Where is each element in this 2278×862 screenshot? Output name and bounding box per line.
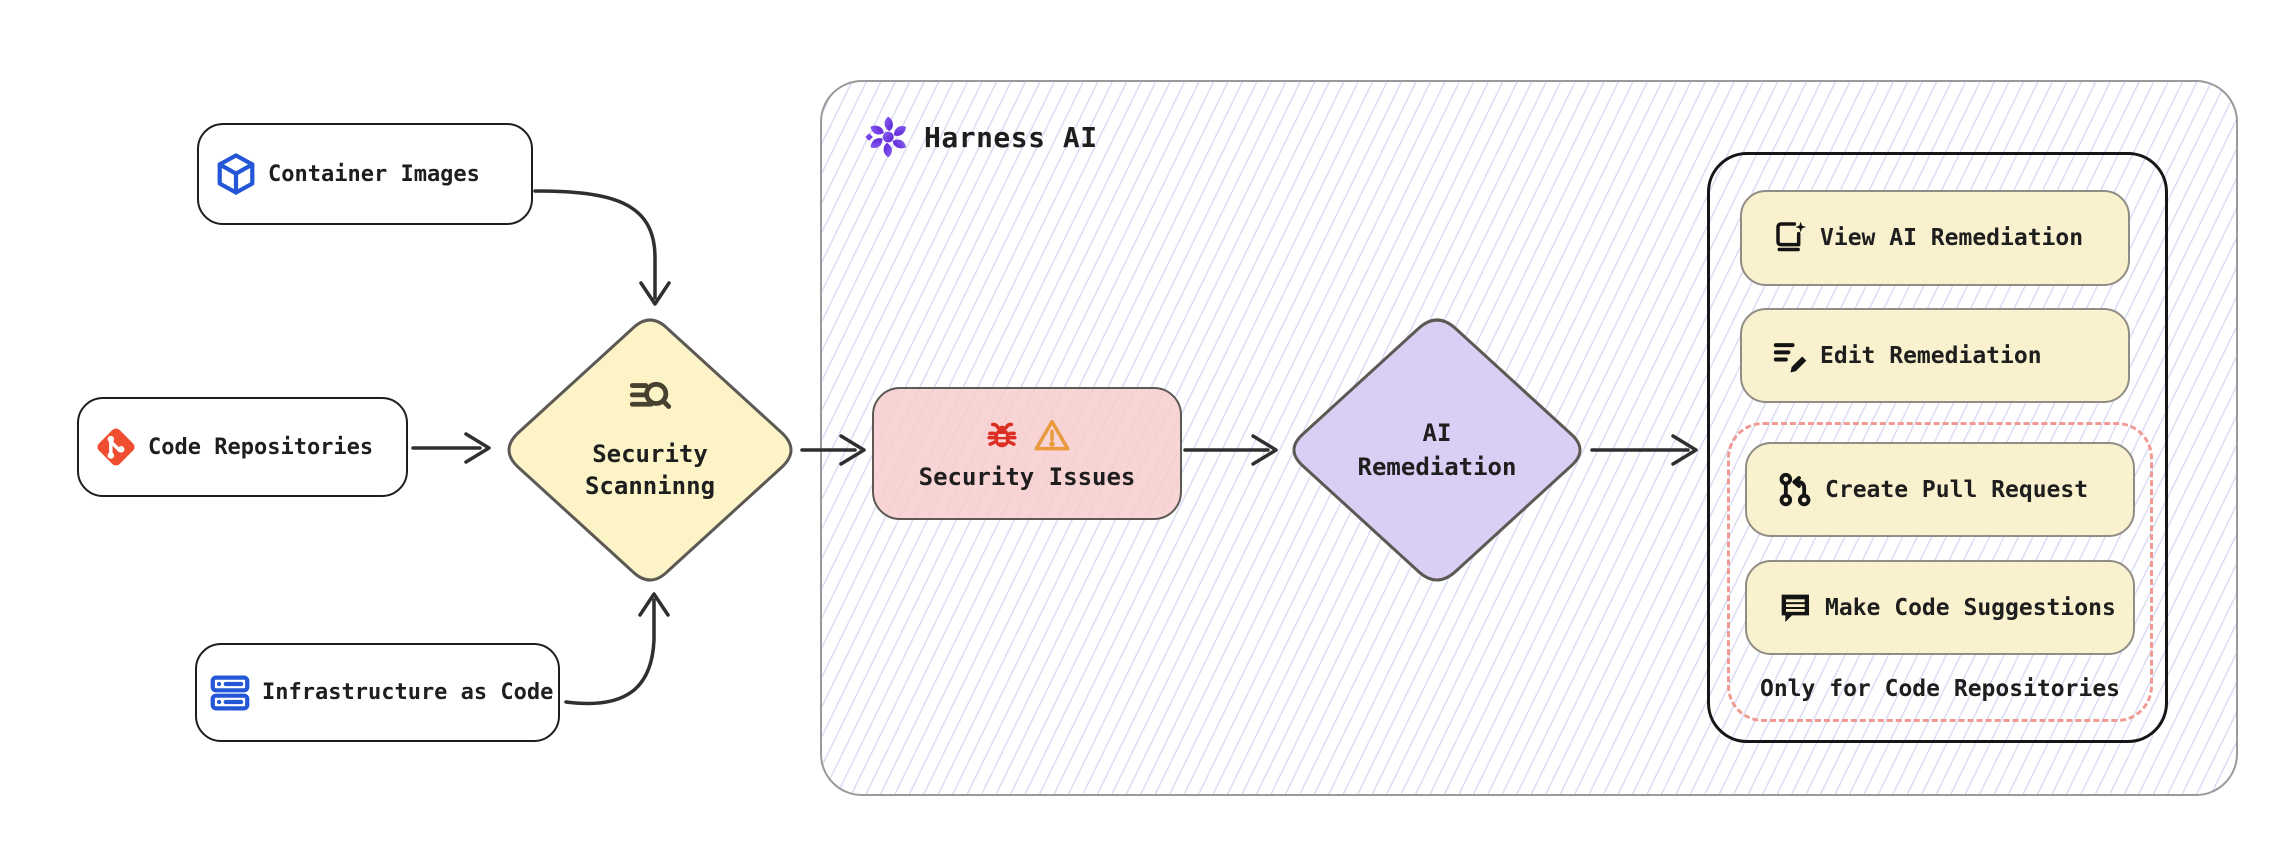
repo-only-note: Only for Code Repositories [1759,676,2121,702]
arrowhead-up [638,592,670,617]
arrowhead-right [464,432,491,464]
edit-remediation-button: Edit Remediation [1740,308,2130,403]
warning-icon [1032,416,1072,456]
security-issues-label: Security Issues [918,463,1136,491]
arrowhead-right [839,434,866,466]
git-icon [93,424,139,470]
pull-request-icon [1775,470,1815,510]
button-label: View AI Remediation [1820,225,2084,251]
button-label: Create Pull Request [1825,476,2089,503]
ai-remediation-diamond [1292,318,1582,582]
ai-remediation-label: AI Remediation [1357,419,1517,481]
security-scanning-label: Security Scanninng [584,440,716,500]
button-label: Edit Remediation [1820,342,2042,369]
arrow-iac-to-scan [564,598,656,706]
button-label: Make Code Suggestions [1825,594,2116,621]
arrowhead-right [1251,434,1278,466]
code-repos-only-group [1727,422,2153,722]
scan-search-icon [625,372,675,422]
code-suggestions-icon [1775,588,1815,628]
create-pull-request-button: Create Pull Request [1745,442,2135,537]
node-container-images: Container Images [197,123,533,225]
container-cube-icon [213,151,259,197]
security-scanning-diamond [507,318,793,582]
node-infrastructure-as-code: Infrastructure as Code [195,643,560,742]
node-security-issues: Security Issues [872,387,1182,520]
node-label: Container Images [268,161,480,187]
arrowhead-right [1671,434,1698,466]
bug-icon [982,416,1022,456]
harness-ai-label: Harness AI [862,112,1098,162]
node-code-repositories: Code Repositories [77,397,408,497]
arrowhead-down [639,281,671,306]
harness-ai-logo-icon [862,112,912,162]
view-remediation-icon [1770,218,1810,258]
edit-remediation-icon [1770,336,1810,376]
view-ai-remediation-button: View AI Remediation [1740,190,2130,286]
server-icon [207,670,253,716]
harness-ai-title: Harness AI [924,120,1098,154]
node-label: Infrastructure as Code [262,680,554,705]
remediation-actions-container [1707,152,2168,743]
node-label: Code Repositories [148,434,374,460]
arrow-container-to-scan [533,189,657,300]
make-code-suggestions-button: Make Code Suggestions [1745,560,2135,655]
